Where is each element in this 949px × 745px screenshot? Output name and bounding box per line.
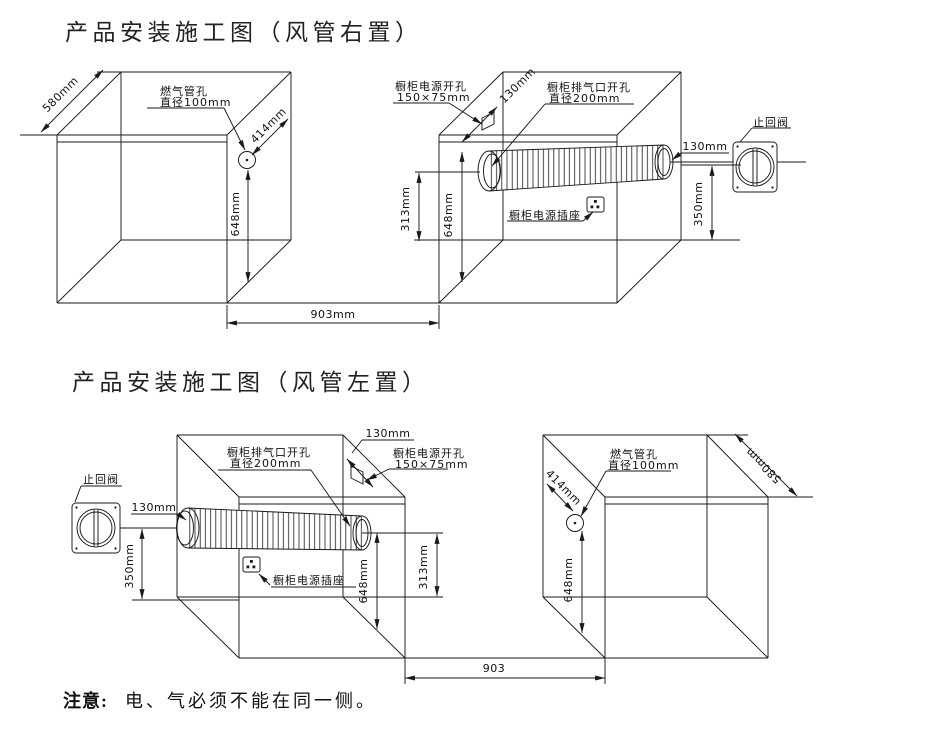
gas-hole-label-2: 直径100mm xyxy=(160,95,231,109)
socket-leader xyxy=(258,573,271,586)
duct-ribs xyxy=(188,508,362,550)
valve-plate xyxy=(732,141,778,193)
top-dimension-lines xyxy=(40,69,791,329)
bottom-dimension-lines xyxy=(74,433,798,684)
top-left-cabinet xyxy=(20,71,292,304)
gas-hole-label-1: 燃气管孔 xyxy=(610,447,658,461)
vent-label-2: 直径200mm xyxy=(230,456,301,470)
power-socket-icon xyxy=(242,556,261,573)
bottom-labels: 580mm 燃气管孔 直径100mm 414mm 648mm 903 橱柜电源开… xyxy=(83,427,784,675)
power-cutout-label-1: 橱柜电源开孔 xyxy=(393,446,465,460)
gas-pipe-hole xyxy=(566,514,584,532)
dim-414-label: 414mm xyxy=(543,467,584,508)
bottom-flex-duct xyxy=(176,507,372,551)
top-flex-duct xyxy=(477,144,674,192)
bottom-right-cabinet xyxy=(405,434,813,659)
dim-648-left-label: 648mm xyxy=(229,192,242,237)
dim-903-label: 903mm xyxy=(311,308,356,321)
socket-leader xyxy=(582,211,594,222)
note-prefix: 注意: xyxy=(63,690,108,711)
socket-label: 橱柜电源插座 xyxy=(509,208,581,222)
cutout-dim-leader xyxy=(351,439,363,454)
duct-gap-leader xyxy=(176,512,187,521)
power-cutout-label-1: 橱柜电源开孔 xyxy=(395,79,467,93)
dim-580-label: 580mm xyxy=(40,74,81,115)
vent-label-1: 橱柜排气口开孔 xyxy=(227,445,311,459)
bottom-title: 产品安装施工图（风管左置） xyxy=(72,370,430,395)
gas-hole-leader xyxy=(223,107,246,151)
bottom-diagram: 580mm 燃气管孔 直径100mm 414mm 648mm 903 橱柜电源开… xyxy=(71,427,813,684)
dim-414-label: 414mm xyxy=(248,105,289,146)
check-valve-label: 止回阀 xyxy=(753,115,789,129)
vent-leader xyxy=(491,103,546,167)
gas-pipe-hole xyxy=(238,151,256,169)
dim-130-gap-label: 130mm xyxy=(683,140,728,153)
vent-label-1: 橱柜排气口开孔 xyxy=(547,80,631,94)
dim-line-414 xyxy=(546,483,574,512)
duct-ribs xyxy=(489,145,664,191)
dim-350-label: 350mm xyxy=(123,544,136,589)
dim-350-label: 350mm xyxy=(692,182,705,227)
valve-plate xyxy=(71,502,121,554)
check-valve-label: 止回阀 xyxy=(83,472,119,486)
dim-648-right-label: 648mm xyxy=(442,193,455,238)
titles: 产品安装施工图（风管右置） 产品安装施工图（风管左置） xyxy=(65,20,430,395)
dim-130-cutout-label: 130mm xyxy=(366,427,411,440)
top-title: 产品安装施工图（风管右置） xyxy=(65,20,423,45)
dim-line-580 xyxy=(734,433,798,497)
dim-130-gap-label: 130mm xyxy=(132,501,177,514)
top-diagram: 580mm 燃气管孔 直径100mm 414mm 648mm 903mm 橱柜电… xyxy=(20,65,806,329)
dim-313-label: 313mm xyxy=(399,187,412,232)
power-cutout xyxy=(350,465,364,485)
gas-hole-label-1: 燃气管孔 xyxy=(160,84,208,98)
valve-leader xyxy=(739,127,753,143)
top-right-cabinet xyxy=(227,71,682,304)
dim-line-580 xyxy=(40,69,104,133)
valve-leader xyxy=(74,485,82,503)
bottom-check-valve xyxy=(71,502,177,554)
duct-left-cap xyxy=(477,150,501,192)
top-labels: 580mm 燃气管孔 直径100mm 414mm 648mm 903mm 橱柜电… xyxy=(40,65,789,321)
dim-648-right-label: 648mm xyxy=(562,558,575,603)
dim-313-label: 313mm xyxy=(417,545,430,590)
socket-label: 橱柜电源插座 xyxy=(273,573,345,587)
power-cutout-label-2: 150×75mm xyxy=(397,91,471,104)
power-cutout-label-2: 150×75mm xyxy=(395,458,469,471)
dim-580-label: 580mm xyxy=(743,445,784,486)
duct-gap-leader xyxy=(671,151,682,161)
dim-line-130-cutout xyxy=(346,458,374,488)
power-cutout xyxy=(481,111,495,131)
gas-hole-leader xyxy=(580,470,607,517)
dim-648-left-label: 648mm xyxy=(357,559,370,604)
note-body: 电、气必须不能在同一侧。 xyxy=(125,691,377,711)
vent-leader xyxy=(310,469,351,527)
top-check-valve xyxy=(670,141,806,193)
power-socket-icon xyxy=(586,196,605,213)
note: 注意: 电、气必须不能在同一侧。 xyxy=(63,690,377,711)
dim-903-label: 903 xyxy=(483,662,506,675)
dim-line-130-cutout xyxy=(461,106,498,143)
dim-line-414 xyxy=(251,118,289,156)
gas-hole-label-2: 直径100mm xyxy=(608,458,679,472)
vent-label-2: 直径200mm xyxy=(549,91,620,105)
